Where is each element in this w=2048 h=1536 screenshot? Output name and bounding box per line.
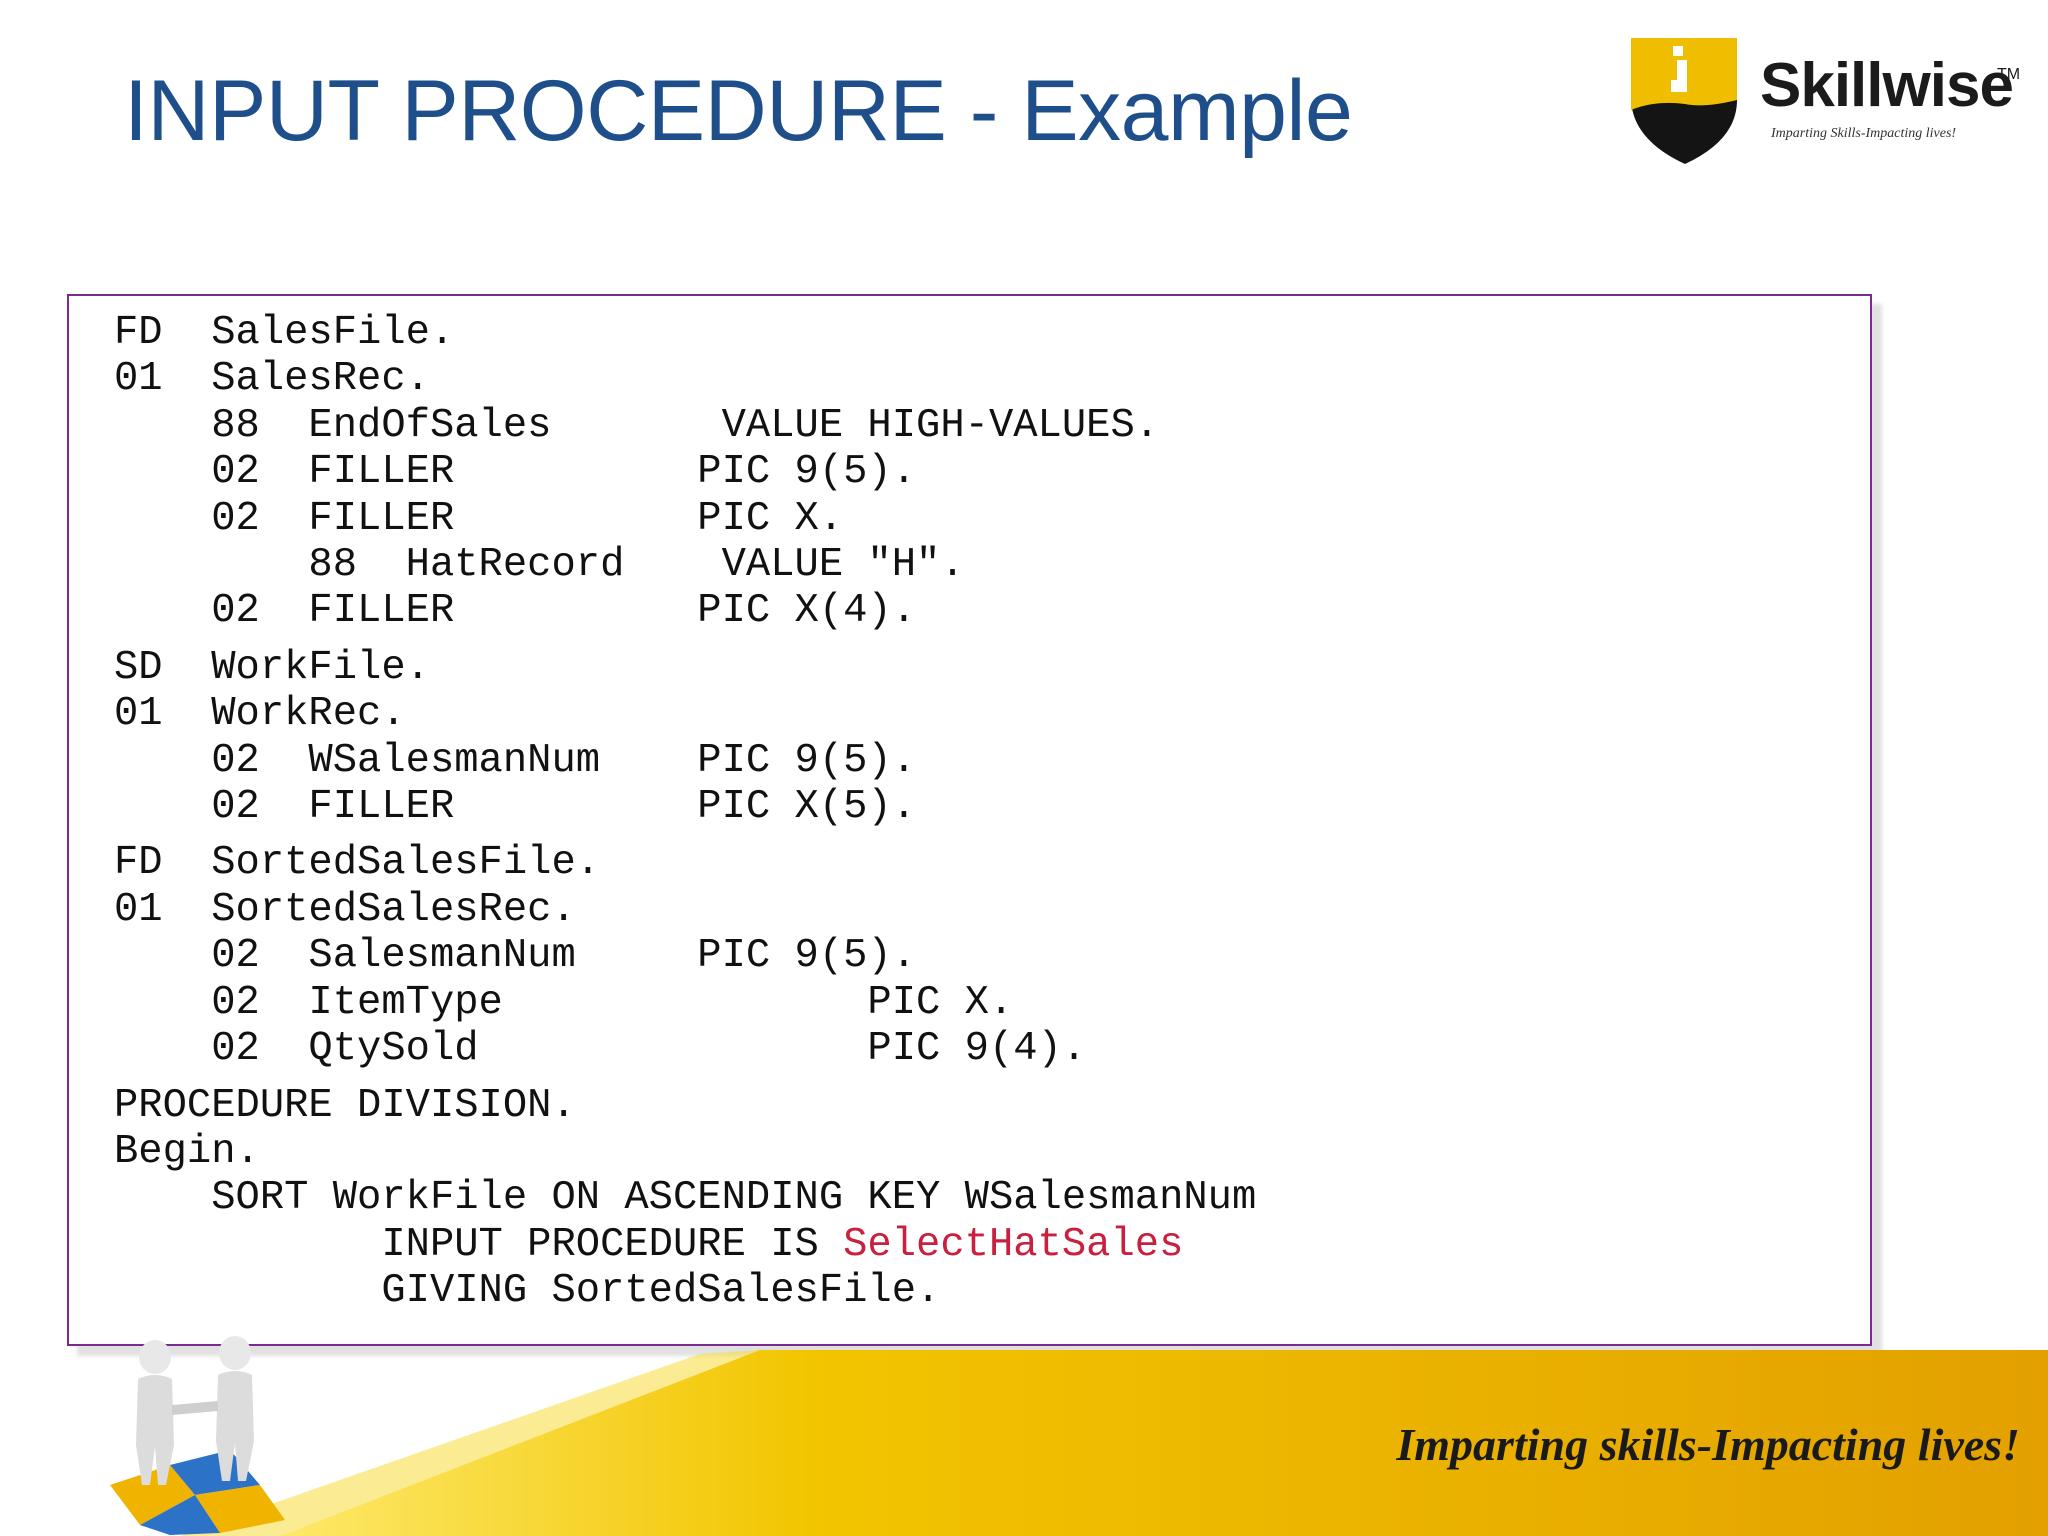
- cobol-code: FD SalesFile. 01 SalesRec. 88 EndOfSales…: [114, 310, 1256, 1315]
- teamwork-puzzle-figures-icon: [110, 1336, 285, 1535]
- code-line: 02 WSalesmanNum PIC 9(5).: [114, 737, 917, 784]
- code-line: 01 SortedSalesRec.: [114, 886, 576, 933]
- code-line: SD WorkFile.: [114, 644, 430, 691]
- code-line: Begin.: [114, 1128, 260, 1175]
- footer-band: [180, 1350, 2048, 1536]
- code-line: SORT WorkFile ON ASCENDING KEY WSalesman…: [114, 1175, 1257, 1222]
- code-line: 01 WorkRec.: [114, 691, 406, 738]
- code-line: PROCEDURE DIVISION.: [114, 1082, 576, 1129]
- code-line: 02 ItemType PIC X.: [114, 979, 1014, 1026]
- code-line: 88 HatRecord VALUE "H".: [114, 542, 965, 589]
- skillwise-logo: Skillwise TM Imparting Skills-Impacting …: [1625, 30, 2025, 180]
- code-line: 02 FILLER PIC 9(5).: [114, 449, 917, 496]
- code-line: FD SalesFile.: [114, 310, 455, 356]
- logo-tagline: Imparting Skills-Impacting lives!: [1771, 126, 1957, 141]
- logo-name: Skillwise: [1760, 51, 2014, 120]
- code-line: 88 EndOfSales VALUE HIGH-VALUES.: [114, 402, 1160, 449]
- footer-tagline: Imparting skills-Impacting lives!: [1396, 1419, 2020, 1470]
- code-line: 02 FILLER PIC X(5).: [114, 784, 917, 831]
- code-listing-box: FD SalesFile. 01 SalesRec. 88 EndOfSales…: [67, 294, 1872, 1346]
- code-line: GIVING SortedSalesFile.: [114, 1268, 941, 1315]
- slide-title: INPUT PROCEDURE - Example: [124, 63, 1353, 159]
- code-line: 02 QtySold PIC 9(4).: [114, 1026, 1087, 1073]
- code-line: 02 FILLER PIC X(4).: [114, 588, 917, 635]
- shield-logo-icon: [1631, 38, 1737, 164]
- code-line: 01 SalesRec.: [114, 356, 430, 403]
- code-line: FD SortedSalesFile.: [114, 840, 601, 887]
- code-line: INPUT PROCEDURE IS: [114, 1221, 844, 1268]
- code-line: 02 FILLER PIC X.: [114, 495, 844, 542]
- code-line: 02 SalesmanNum PIC 9(5).: [114, 933, 917, 980]
- logo-trademark: TM: [1997, 66, 2021, 83]
- highlighted-procedure-name: SelectHatSales: [843, 1221, 1184, 1268]
